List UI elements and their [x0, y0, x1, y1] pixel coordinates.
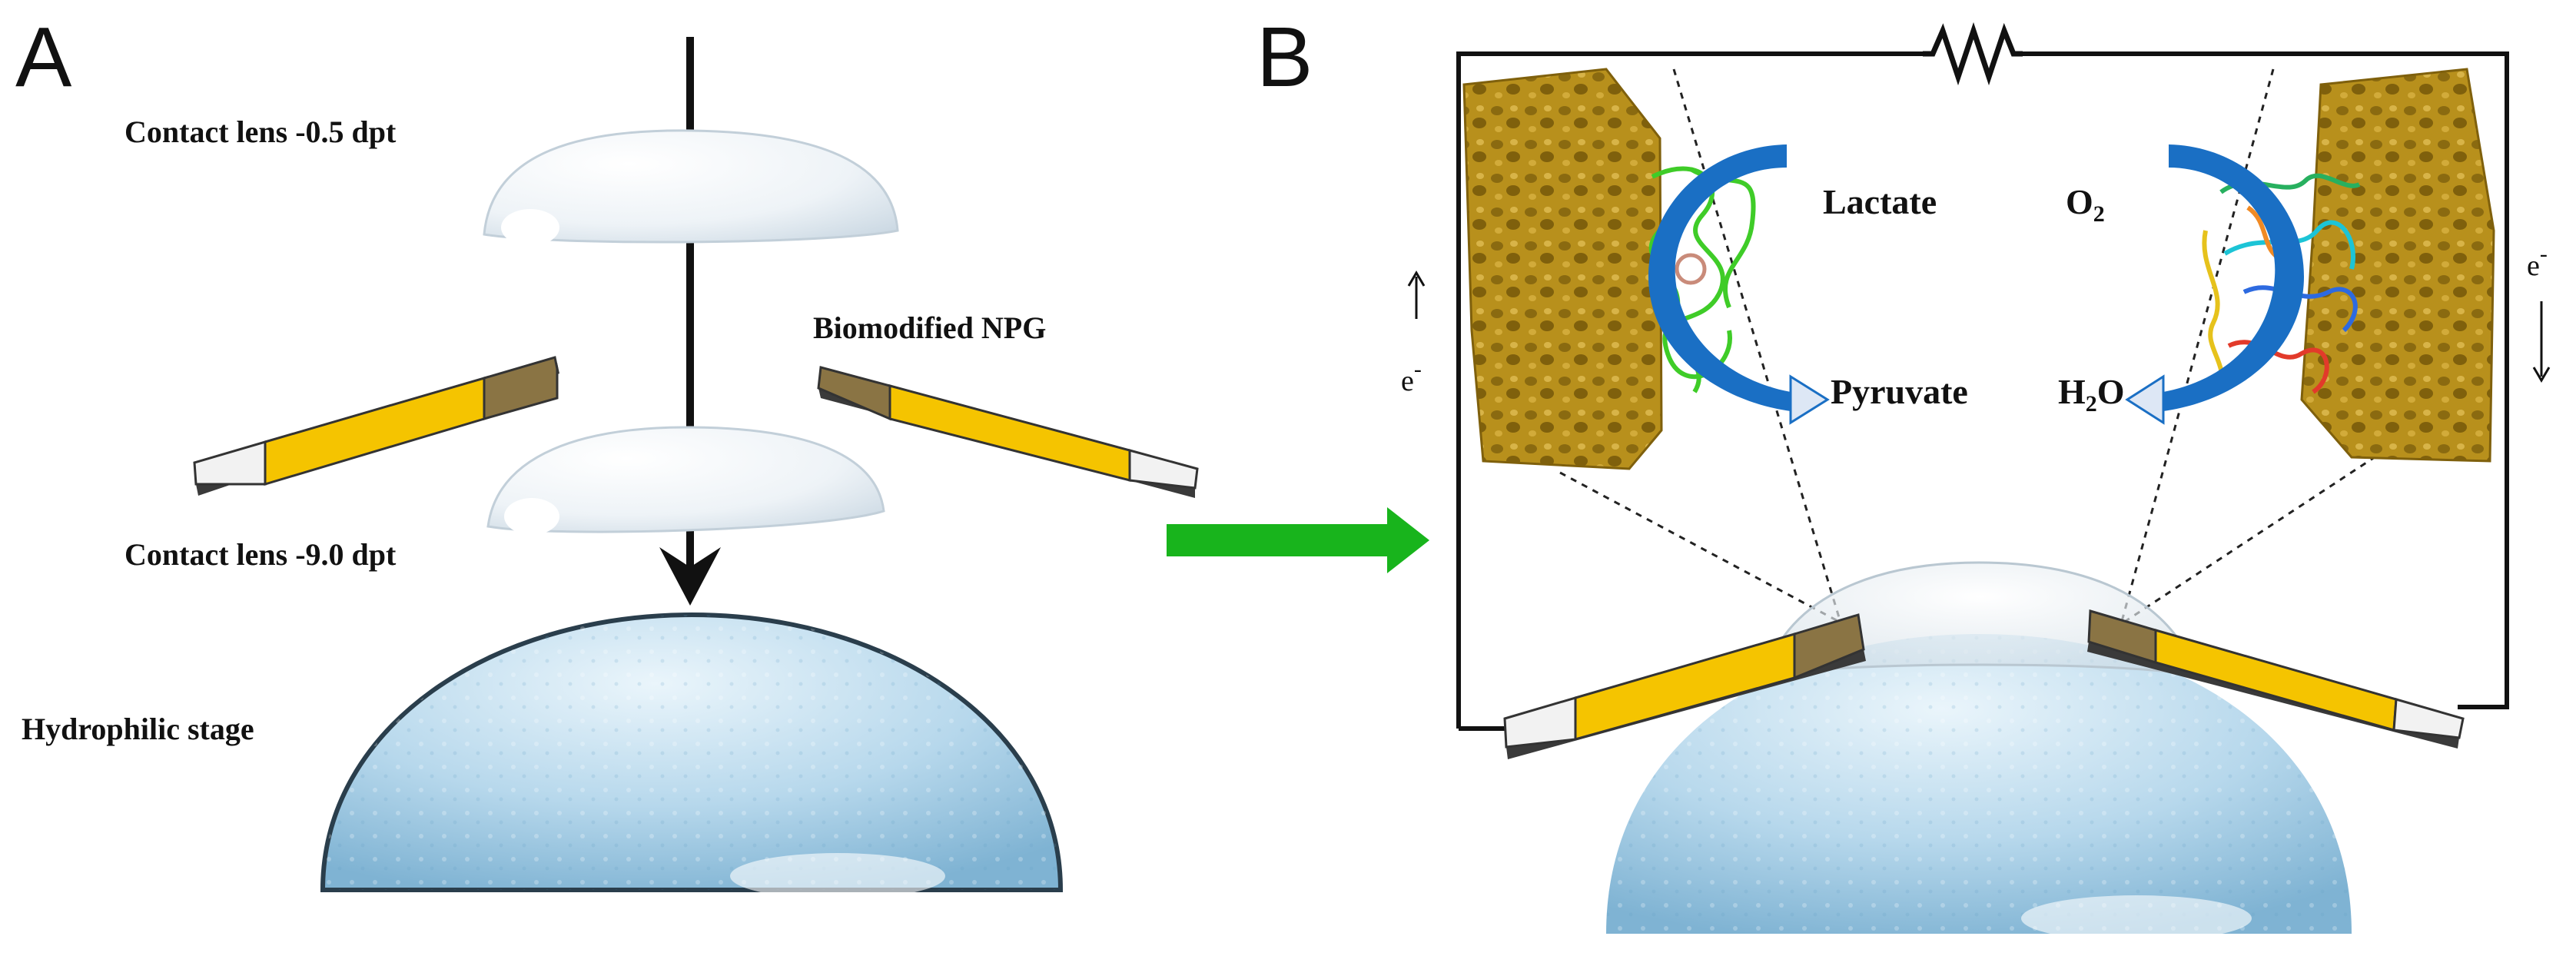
label-contact-lens-bottom: Contact lens -9.0 dpt: [124, 537, 397, 572]
curved-reaction-arrow-icon-right: [2125, 144, 2304, 425]
label-pyruvate: Pyruvate: [1831, 372, 1968, 411]
projection-lines: [1559, 68, 2387, 626]
nanoporous-gold-icon-right: [2300, 68, 2495, 463]
label-biomodified-npg: Biomodified NPG: [813, 310, 1046, 345]
nanoporous-gold-icon: [1462, 68, 1663, 470]
electrode-strip-left-b: [1503, 613, 1866, 759]
panel-a-label: A: [15, 10, 72, 105]
green-right-arrow-icon: [1167, 507, 1429, 573]
label-hydrophilic-stage: Hydrophilic stage: [22, 712, 254, 746]
panel-b-label: B: [1256, 10, 1313, 105]
electrode-strip-right-b: [2087, 609, 2465, 749]
label-lactate: Lactate: [1823, 182, 1937, 221]
label-electron-left: e-: [1401, 357, 1422, 397]
electrode-strip-left-a: [193, 356, 559, 496]
hydrophilic-stage-dome-a: [320, 612, 1064, 899]
contact-lens-top: [483, 129, 899, 246]
label-oxygen: O2: [2066, 182, 2105, 227]
contact-lens-bottom: [486, 426, 885, 535]
label-water: H2O: [2058, 372, 2125, 417]
hydrophilic-stage-dome-b: [1606, 634, 2352, 941]
label-electron-right: e-: [2527, 241, 2548, 282]
electron-arrow-right: [2532, 301, 2551, 383]
electrode-strip-right-a: [817, 366, 1199, 498]
curved-reaction-arrow-icon: [1648, 144, 1830, 425]
resistor-icon: [1923, 22, 2023, 86]
electron-arrow-left: [1407, 271, 1426, 319]
label-contact-lens-top: Contact lens -0.5 dpt: [124, 115, 397, 149]
